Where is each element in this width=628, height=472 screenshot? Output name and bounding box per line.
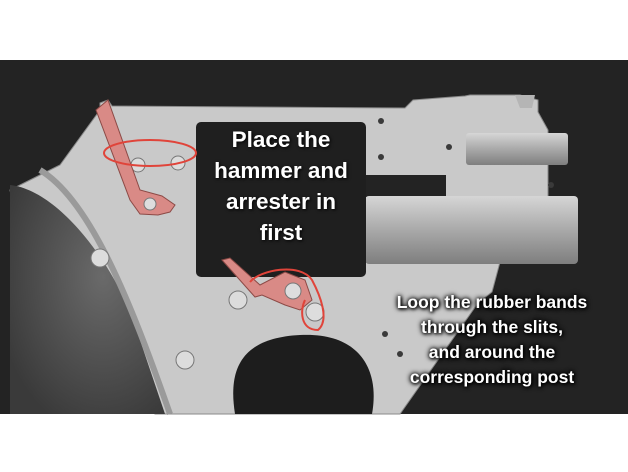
frame-cutout [360, 175, 446, 197]
caption-line: Place the [231, 127, 331, 152]
rubber-band-hammer [103, 139, 197, 167]
caption-line: first [259, 220, 303, 245]
instruction-caption-secondary: Loop the rubber bands through the slits,… [372, 290, 612, 390]
caption-line: through the slits, [421, 317, 563, 337]
front-sight [515, 95, 535, 108]
barrel [365, 196, 578, 264]
rubber-band-arrester [249, 268, 325, 332]
caption-box [196, 122, 366, 277]
caption-line: arrester in [225, 189, 337, 214]
caption-line: corresponding post [409, 367, 575, 387]
hammer-part [95, 99, 176, 216]
instruction-caption-primary: Place the hammer and arrester in first [196, 124, 366, 248]
frame-holes [378, 118, 554, 357]
hammer-pivot [143, 197, 157, 211]
trigger-guard-opening [233, 334, 374, 414]
caption-line: hammer and [214, 158, 348, 183]
cylinder [10, 185, 165, 414]
caption-line: and around the [428, 342, 556, 362]
caption-line: Loop the rubber bands [396, 292, 588, 312]
top-rod [466, 133, 568, 165]
arrester-pivot [284, 282, 302, 300]
